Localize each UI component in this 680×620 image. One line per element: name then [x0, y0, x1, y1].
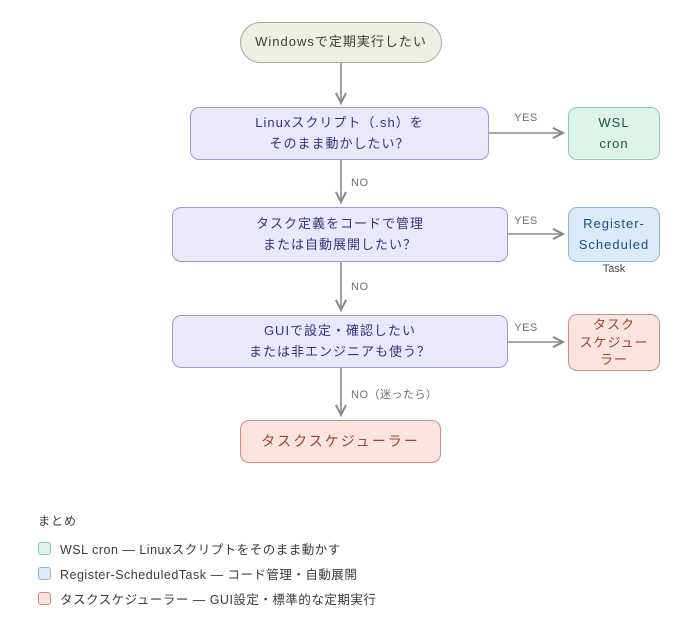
- question-3-line-1: GUIで設定・確認したい: [263, 323, 417, 339]
- edge-label-no-3: NO（迷ったら）: [351, 389, 438, 401]
- legend-item-label: Register-ScheduledTask — コード管理・自動展開: [60, 568, 358, 582]
- start-node-label: Windowsで定期実行したい: [255, 34, 427, 50]
- legend: まとめ WSL cron — Linuxスクリプトをそのまま動かす Regist…: [38, 512, 376, 616]
- question-1-line-2: そのまま動かしたい？: [269, 135, 410, 151]
- start-node: Windowsで定期実行したい: [240, 22, 442, 63]
- question-3-node: GUIで設定・確認したい または非エンジニアも使う？: [172, 315, 508, 368]
- legend-item-label: タスクスケジューラー — GUI設定・標準的な定期実行: [60, 593, 377, 607]
- edge-label-yes-2: YES: [514, 215, 538, 227]
- pink-swatch-icon: [38, 592, 51, 605]
- register-overflow-label: Task: [602, 263, 626, 275]
- legend-item-register-scheduledtask: Register-ScheduledTask — コード管理・自動展開: [38, 566, 376, 582]
- register-scheduledtask-node: Register- Scheduled: [568, 207, 660, 262]
- blue-swatch-icon: [38, 567, 51, 580]
- edge-label-no-2: NO: [351, 281, 369, 293]
- task-scheduler-bottom-label: タスクスケジューラー: [261, 432, 420, 449]
- question-2-line-1: タスク定義をコードで管理: [255, 216, 424, 232]
- edge-label-yes-3: YES: [514, 322, 538, 334]
- edge-label-no-1: NO: [351, 177, 369, 189]
- legend-item-task-scheduler: タスクスケジューラー — GUI設定・標準的な定期実行: [38, 591, 377, 607]
- question-2-node: タスク定義をコードで管理 または自動展開したい？: [172, 207, 508, 262]
- question-2-line-2: または自動展開したい？: [262, 236, 417, 252]
- question-3-line-2: または非エンジニアも使う？: [248, 343, 431, 359]
- legend-item-wsl-cron: WSL cron — Linuxスクリプトをそのまま動かす: [38, 541, 376, 557]
- task-scheduler-side-line-3: ラー: [599, 352, 628, 368]
- wsl-cron-line-2: cron: [599, 135, 629, 151]
- question-1-node: Linuxスクリプト（.sh）を そのまま動かしたい？: [190, 107, 489, 160]
- register-line-1: Register-: [583, 216, 645, 232]
- green-swatch-icon: [38, 542, 51, 555]
- task-scheduler-bottom-node: タスクスケジューラー: [240, 420, 441, 463]
- edge-label-yes-1: YES: [514, 112, 538, 124]
- legend-item-label: WSL cron — Linuxスクリプトをそのまま動かす: [60, 543, 341, 557]
- question-1-line-1: Linuxスクリプト（.sh）を: [255, 115, 424, 131]
- wsl-cron-node: WSL cron: [568, 107, 660, 160]
- wsl-cron-line-1: WSL: [598, 115, 630, 131]
- task-scheduler-side-line-2: スケジュー: [579, 334, 649, 350]
- register-line-2: Scheduled: [578, 236, 650, 252]
- task-scheduler-side-line-1: タスク: [592, 317, 635, 333]
- task-scheduler-side-node: タスク スケジュー ラー: [568, 314, 660, 371]
- legend-title: まとめ: [38, 514, 78, 528]
